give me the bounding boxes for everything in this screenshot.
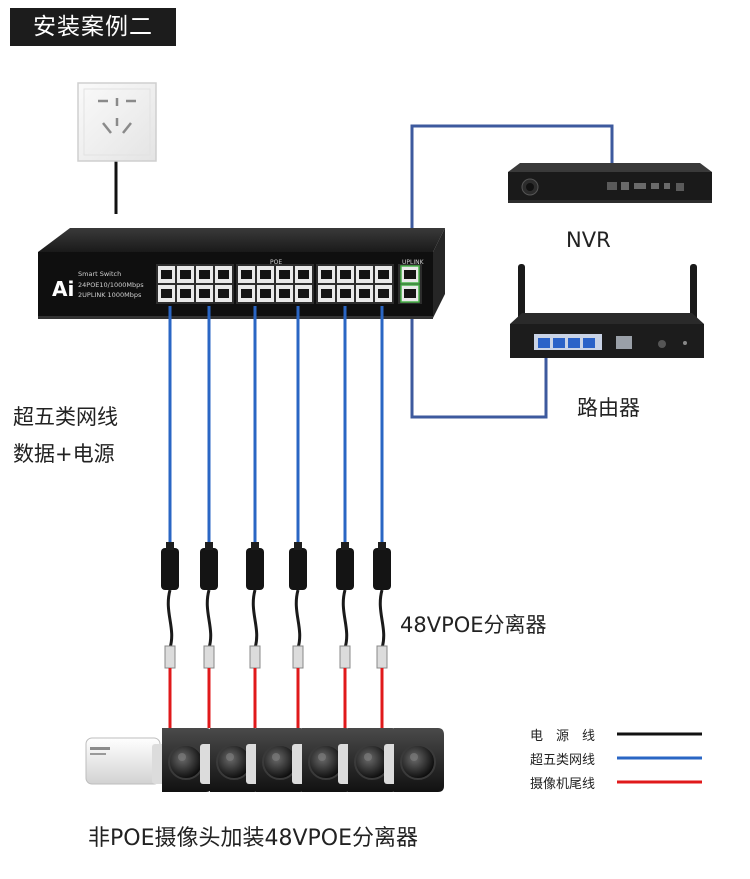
wall-socket-icon xyxy=(77,82,157,162)
camera-lens xyxy=(400,744,436,780)
switch-brand: Ai xyxy=(52,277,74,301)
ethernet-port-slot xyxy=(260,270,271,279)
ethernet-port-slot xyxy=(359,289,370,298)
connector xyxy=(249,645,261,669)
splitter-top xyxy=(166,542,174,550)
router-icon xyxy=(510,264,704,358)
ethernet-port-slot xyxy=(161,270,172,279)
splitter-lead xyxy=(251,589,259,649)
splitter-lead xyxy=(166,589,174,649)
splitter-lead xyxy=(294,589,302,649)
title-text: 安装案例二 xyxy=(33,14,153,40)
ethernet-port-slot xyxy=(161,289,172,298)
connector xyxy=(339,645,351,669)
splitter-icon xyxy=(200,548,218,590)
ethernet-port-slot xyxy=(340,270,351,279)
splitter-icon xyxy=(289,548,307,590)
camera-drop-lines xyxy=(161,306,391,728)
splitter-top xyxy=(294,542,302,550)
ethernet-port-slot xyxy=(340,289,351,298)
ethernet-port-slot xyxy=(279,289,290,298)
connector xyxy=(292,645,304,669)
poe-switch-icon: Ai Smart Switch 24POE10/1000Mbps 2UPLINK… xyxy=(38,228,445,319)
splitter-top xyxy=(341,542,349,550)
ethernet-port-slot xyxy=(359,270,370,279)
camera-lens-glare xyxy=(410,753,418,761)
ethernet-port-slot xyxy=(241,270,252,279)
ethernet-port-slot xyxy=(218,270,229,279)
splitter-icon xyxy=(246,548,264,590)
ethernet-port-slot xyxy=(321,289,332,298)
title-banner: 安装案例二 xyxy=(10,8,176,46)
connector xyxy=(203,645,215,669)
nvr-icon xyxy=(508,163,712,203)
cable-function-label: 数据+电源 xyxy=(13,442,115,466)
camera-lens-glare xyxy=(178,753,186,761)
splitter-top xyxy=(378,542,386,550)
bullet-camera-icon xyxy=(200,728,260,792)
uplink-port-slot xyxy=(404,270,416,279)
camera-lens xyxy=(354,744,390,780)
camera-array xyxy=(85,728,444,792)
ethernet-port-slot xyxy=(378,270,389,279)
router-label: 路由器 xyxy=(577,396,640,420)
switch-port-grid xyxy=(156,264,422,304)
camera-lens-glare xyxy=(364,753,372,761)
ethernet-port-slot xyxy=(378,289,389,298)
ethernet-port-slot xyxy=(180,289,191,298)
bullet-camera-icon xyxy=(85,737,161,785)
camera-lens xyxy=(262,744,298,780)
splitter-top xyxy=(251,542,259,550)
bullet-camera-icon xyxy=(384,728,444,792)
bullet-camera-icon xyxy=(292,728,352,792)
ethernet-port-slot xyxy=(279,270,290,279)
splitter-lead xyxy=(378,589,386,649)
splitter-label: 48VPOE分离器 xyxy=(400,613,547,637)
splitter-lead xyxy=(341,589,349,649)
ethernet-port-slot xyxy=(298,270,309,279)
splitter-top xyxy=(205,542,213,550)
switch-poe-label: POE xyxy=(270,259,282,266)
camera-lens-glare xyxy=(318,753,326,761)
uplink-cable-router xyxy=(410,300,548,419)
ethernet-port-slot xyxy=(218,289,229,298)
connector xyxy=(376,645,388,669)
ethernet-port-slot xyxy=(199,270,210,279)
uplink-cable-nvr xyxy=(410,124,614,258)
legend-label-network: 超五类网线 xyxy=(530,753,596,768)
ethernet-port-slot xyxy=(199,289,210,298)
ethernet-port-slot xyxy=(241,289,252,298)
switch-model-line1: Smart Switch xyxy=(78,270,121,278)
cable-type-label: 超五类网线 xyxy=(13,405,118,429)
connector xyxy=(164,645,176,669)
camera-lens xyxy=(168,744,204,780)
splitter-icon xyxy=(373,548,391,590)
camera-lens-glare xyxy=(272,753,280,761)
ethernet-port-slot xyxy=(180,270,191,279)
camera-lens-glare xyxy=(226,753,234,761)
camera-lens xyxy=(308,744,344,780)
bullet-camera-icon xyxy=(152,728,212,792)
ethernet-port-slot xyxy=(298,289,309,298)
splitter-lead xyxy=(205,589,213,649)
splitter-icon xyxy=(161,548,179,590)
nvr-label: NVR xyxy=(566,228,611,252)
legend-label-power: 电 源 线 xyxy=(530,729,596,744)
splitter-icon xyxy=(336,548,354,590)
ethernet-port-slot xyxy=(321,270,332,279)
camera-lens xyxy=(216,744,252,780)
bottom-caption: 非POE摄像头加装48VPOE分离器 xyxy=(88,826,419,851)
legend-label-tail: 摄像机尾线 xyxy=(530,777,596,792)
switch-uplink-label: UPLINK xyxy=(402,259,425,266)
uplink-port-slot xyxy=(404,289,416,298)
ethernet-port-slot xyxy=(260,289,271,298)
switch-model-line3: 2UPLINK 1000Mbps xyxy=(78,291,142,299)
switch-model-line2: 24POE10/1000Mbps xyxy=(78,281,144,289)
